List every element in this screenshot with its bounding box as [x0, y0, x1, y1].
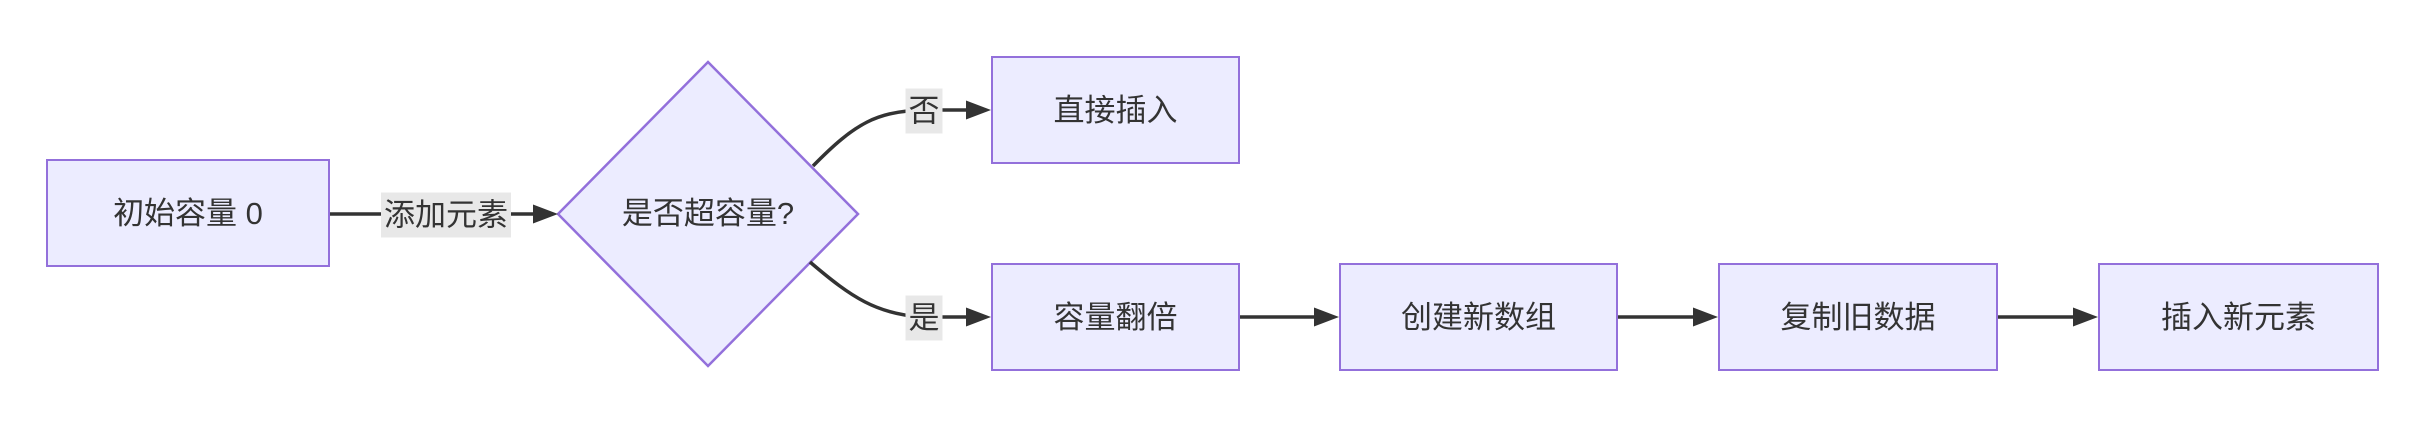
arrowhead-icon — [2073, 307, 2098, 327]
node-double-capacity: 容量翻倍 — [991, 263, 1240, 371]
arrowhead-icon — [1693, 307, 1718, 327]
decision-diamond-shape — [556, 60, 860, 368]
edge-label-add-element: 添加元素 — [381, 192, 511, 238]
node-direct-insert: 直接插入 — [991, 56, 1240, 164]
edge-decision-to-double-capacity — [808, 260, 969, 319]
node-decision-label: 是否超容量? — [621, 196, 795, 231]
node-insert-new: 插入新元素 — [2098, 263, 2379, 371]
edge-label-no: 否 — [905, 88, 943, 134]
node-create-array: 创建新数组 — [1339, 263, 1618, 371]
edge-label-yes: 是 — [905, 295, 943, 341]
arrowhead-icons — [533, 100, 2098, 327]
arrowhead-icon — [1314, 307, 1339, 327]
arrowhead-icon — [966, 307, 991, 327]
node-copy-data: 复制旧数据 — [1718, 263, 1998, 371]
node-start: 初始容量 0 — [46, 159, 330, 267]
edge-decision-to-direct-insert — [811, 108, 969, 168]
arrowhead-icon — [533, 204, 558, 224]
arrowhead-icon — [966, 100, 991, 120]
